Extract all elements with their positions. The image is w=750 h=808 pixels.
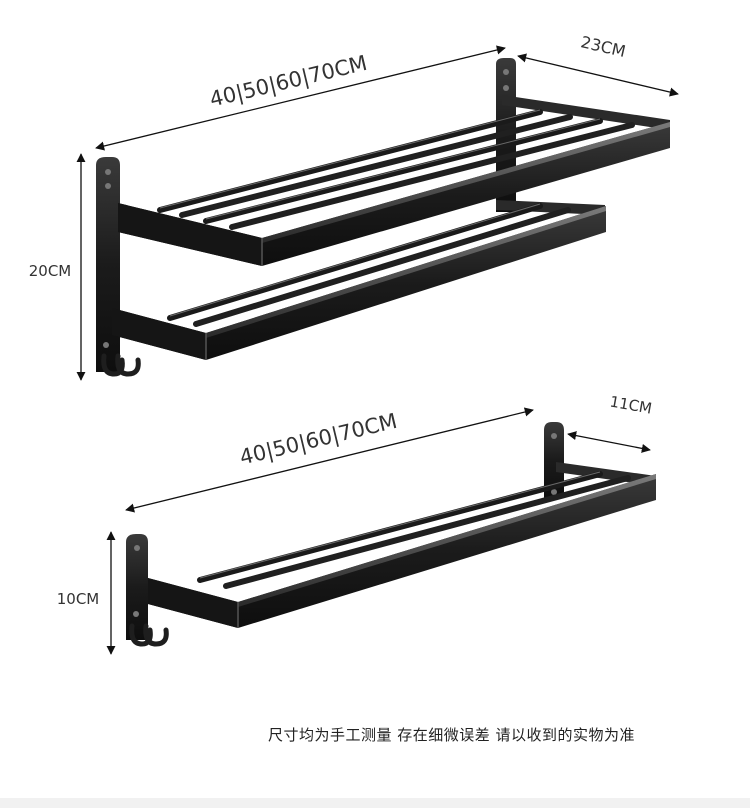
left-wall-bracket — [96, 157, 120, 372]
top-length-label: 40|50|60|70CM — [207, 51, 369, 113]
top-height-label: 20CM — [29, 262, 72, 280]
bottom-height-dimension: 10CM — [57, 531, 116, 655]
arrow-icon — [125, 407, 534, 513]
bottom-depth-dimension: 11CM — [567, 393, 653, 453]
bottom-length-label: 40|50|60|70CM — [237, 409, 399, 471]
double-towel-rack — [96, 58, 670, 377]
top-length-dimension: 40|50|60|70CM — [95, 45, 506, 151]
bottom-divider — [0, 798, 750, 808]
arrow-icon — [567, 431, 651, 453]
left-wall-bracket — [126, 534, 148, 640]
bottom-depth-label: 11CM — [608, 393, 653, 418]
single-towel-rack — [126, 422, 656, 647]
upper-shelf-back-rail — [502, 95, 670, 130]
top-height-dimension: 20CM — [29, 153, 86, 381]
measurement-disclaimer: 尺寸均为手工测量 存在细微误差 请以收到的实物为准 — [268, 726, 636, 744]
arrow-icon — [517, 53, 679, 97]
bottom-height-label: 10CM — [57, 590, 100, 608]
top-depth-dimension: 23CM — [517, 32, 679, 97]
hook-icon — [101, 353, 141, 377]
top-depth-label: 23CM — [579, 32, 627, 61]
hook-icon — [129, 623, 169, 647]
arrow-icon — [95, 45, 506, 151]
right-wall-bracket — [544, 422, 564, 498]
bottom-length-dimension: 40|50|60|70CM — [125, 407, 534, 513]
